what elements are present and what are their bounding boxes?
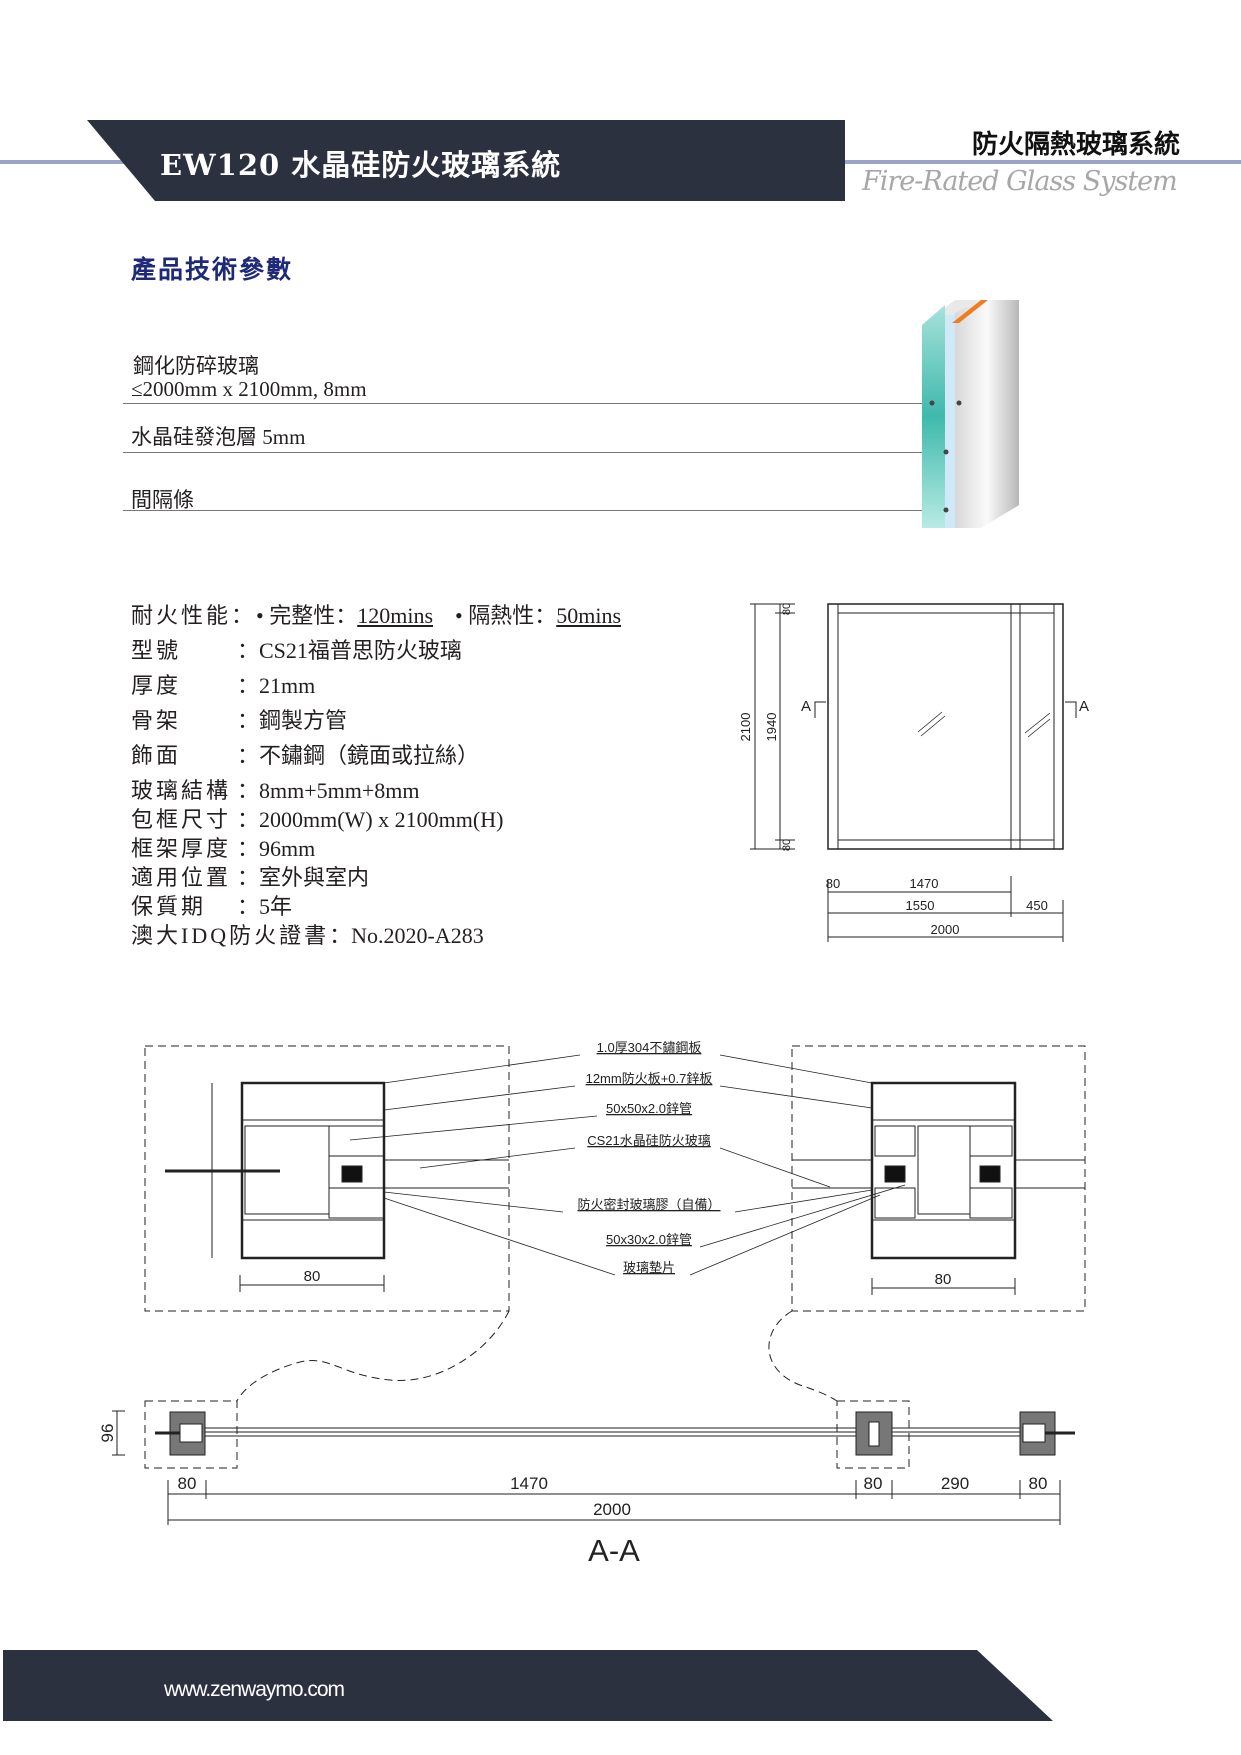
spec-row: 框架厚度：96mm — [131, 831, 315, 863]
detail-label: 50x30x2.0鋅管 — [606, 1232, 692, 1247]
dim-1550: 1550 — [906, 898, 935, 913]
spec-label: 厚度 — [131, 673, 182, 698]
section-heading: 產品技術參數 — [131, 255, 294, 284]
spec-row: 包框尺寸：2000mm(W) x 2100mm(H) — [131, 802, 503, 834]
spec-label: 型號 — [131, 638, 182, 663]
header-band — [87, 120, 845, 201]
layer-spacer-label: 間隔條 — [131, 488, 194, 512]
plan-dim: 80 — [178, 1474, 197, 1493]
plan-dim: 1470 — [510, 1474, 548, 1493]
spec-label: 適用位置 — [131, 865, 232, 890]
spec-row: 型號 ：CS21福普思防火玻璃 — [131, 633, 462, 665]
dim-2000: 2000 — [931, 922, 960, 937]
spec-label: 保質期 — [131, 894, 207, 919]
plan-total: 2000 — [593, 1500, 631, 1519]
spec-value: ：室外與室内 — [237, 865, 370, 890]
spec-label: 玻璃結構 — [131, 778, 232, 803]
detail-label: 50x50x2.0鋅管 — [606, 1101, 692, 1116]
spec-label: 骨架 — [131, 708, 182, 733]
spec-label: 框架厚度 — [131, 836, 232, 861]
spec-row: 飾面 ：不鏽鋼（鏡面或拉絲） — [131, 738, 479, 770]
callout-line — [123, 510, 953, 511]
integrity-label: • 完整性： — [256, 603, 358, 628]
spec-row: 適用位置：室外與室内 — [131, 860, 369, 892]
callout-line — [123, 452, 953, 453]
detail-drawing — [144, 1045, 1086, 1469]
detail-profiles — [165, 1081, 1085, 1295]
footer-url[interactable]: www.zenwaymo.com — [164, 1678, 345, 1701]
layer-foam-label: 水晶硅發泡層 5mm — [131, 425, 306, 449]
dim-1470: 1470 — [910, 876, 939, 891]
dim-450: 450 — [1026, 898, 1048, 913]
detail-dim-right: 80 — [935, 1271, 952, 1288]
leader-lines — [349, 1054, 906, 1276]
spec-row: 骨架 ：鋼製方管 — [131, 703, 347, 735]
spec-label: 耐火性能： — [131, 603, 257, 628]
detail-label: 12mm防火板+0.7鋅板 — [586, 1071, 713, 1086]
detail-dim-left: 80 — [304, 1268, 321, 1285]
insulation-value: 50mins — [556, 603, 622, 628]
dim-2100: 2100 — [738, 713, 753, 742]
plan-title: A-A — [588, 1533, 640, 1568]
spec-value: ：96mm — [237, 836, 316, 861]
layer-glass-label: 鋼化防碎玻璃 — [133, 354, 259, 378]
elevation-drawing — [750, 603, 1077, 942]
detail-label: 防火密封玻璃膠（自備） — [577, 1197, 720, 1212]
spec-label: 包框尺寸 — [131, 807, 232, 832]
integrity-value: 120mins — [357, 603, 434, 628]
spec-row: 玻璃結構：8mm+5mm+8mm — [131, 773, 420, 805]
plan-dim: 80 — [1029, 1474, 1048, 1493]
spec-value: ：No.2020-A283 — [329, 923, 484, 948]
spec-value: ：不鏽鋼（鏡面或拉絲） — [237, 743, 480, 768]
spec-row: 保質期 ：5年 — [131, 889, 292, 921]
insulation-label: • 隔熱性： — [455, 603, 557, 628]
spec-value: ：CS21福普思防火玻璃 — [237, 638, 462, 663]
spec-value: ：8mm+5mm+8mm — [237, 778, 420, 803]
spec-value: ：2000mm(W) x 2100mm(H) — [237, 807, 504, 832]
footer-band — [3, 1650, 1053, 1721]
layer-glass-size: ≤2000mm x 2100mm, 8mm — [131, 377, 367, 401]
spec-row: 厚度 ：21mm — [131, 668, 315, 700]
callout-line — [123, 403, 953, 404]
section-mark-left: A — [801, 698, 811, 715]
spec-value: ：21mm — [237, 673, 316, 698]
detail-label: CS21水晶硅防火玻璃 — [587, 1133, 711, 1148]
plan-drawing — [112, 1410, 1075, 1525]
glass-illustration — [922, 300, 1019, 528]
category-subtitle: Fire-Rated Glass System — [862, 166, 1178, 197]
spec-row: 澳大IDQ防火證書：No.2020-A283 — [131, 918, 484, 950]
spec-value: ：5年 — [237, 894, 293, 919]
spec-label: 澳大IDQ防火證書 — [131, 923, 330, 948]
plan-dim: 290 — [941, 1474, 969, 1493]
detail-label: 玻璃墊片 — [623, 1260, 675, 1275]
plan-dim: 80 — [864, 1474, 883, 1493]
dim-80-top: 80 — [781, 603, 793, 615]
page-title: EW120 水晶硅防火玻璃系統 — [160, 148, 562, 182]
plan-depth: 96 — [98, 1424, 117, 1443]
spec-fire-rating: 耐火性能：• 完整性：120mins • 隔熱性：50mins — [131, 598, 621, 630]
spec-value: ：鋼製方管 — [237, 708, 348, 733]
category-title: 防火隔熱玻璃系統 — [972, 130, 1181, 160]
dim-stile: 80 — [826, 876, 840, 891]
spec-label: 飾面 — [131, 743, 182, 768]
dim-80-bottom: 80 — [781, 839, 793, 851]
detail-label: 1.0厚304不鏽鋼板 — [597, 1040, 702, 1055]
section-mark-right: A — [1079, 698, 1089, 715]
dim-1940: 1940 — [764, 713, 779, 742]
